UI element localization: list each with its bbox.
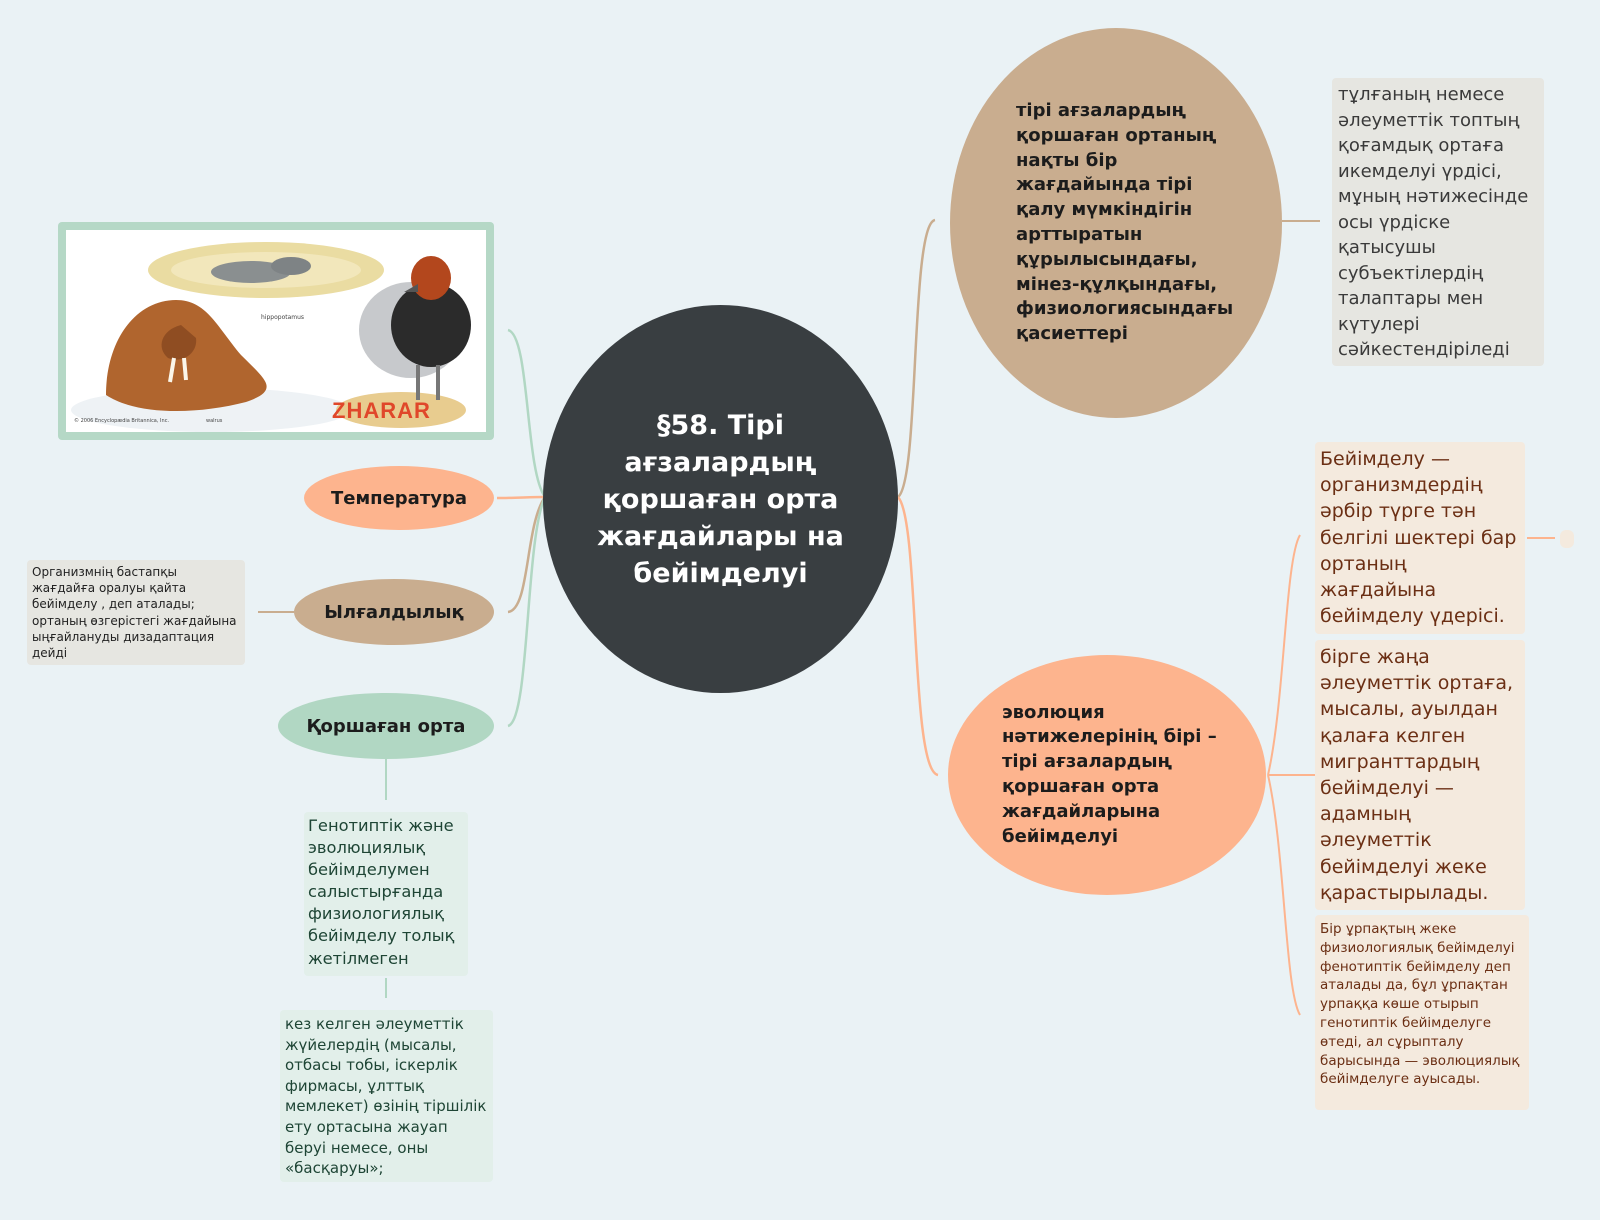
humidity-note[interactable]: Организмнің бастапқы жағдайға оралуы қай… [27, 560, 245, 665]
sand-bank [336, 392, 466, 428]
right-note-2[interactable]: бірге жаңа әлеуметтік ортаға, мысалы, ау… [1315, 640, 1525, 910]
walrus-label: walrus [206, 418, 223, 424]
link-central-top-right [897, 218, 936, 498]
right-note-1[interactable]: Бейімделу — организмдердің әрбір түрге т… [1315, 442, 1525, 634]
right-note-3[interactable]: Бір ұрпақтың жеке физиологиялық бейімдел… [1315, 915, 1529, 1110]
link-central-environment [507, 496, 547, 728]
animals-illustration: hippopotamus © 2006 Encyclopædia Britann… [66, 230, 486, 432]
image-node[interactable]: hippopotamus © 2006 Encyclopædia Britann… [58, 222, 494, 440]
top-right-note[interactable]: тұлғаның немесе әлеуметтік топтың қоғамд… [1332, 78, 1544, 366]
collapsed-stub[interactable] [1560, 530, 1574, 548]
link-central-humidity [507, 496, 547, 614]
humidity-node[interactable]: Ылғалдылық [294, 579, 494, 645]
hippopotamus-icon [211, 261, 291, 283]
link-central-temperature [496, 495, 546, 500]
link-central-evolution [896, 496, 939, 777]
evolution-node[interactable]: эволюция нәтижелерінің бірі – тірі ағзал… [948, 655, 1266, 895]
image-credit: © 2006 Encyclopædia Britannica, Inc. [74, 418, 170, 424]
animals-drawing [71, 242, 471, 432]
temperature-node[interactable]: Температура [304, 466, 494, 530]
zharar-logo: ZHARAR [332, 398, 431, 423]
link-evolution-note1 [1267, 534, 1301, 776]
central-topic[interactable]: §58. Тірі ағзалардың қоршаған орта жағда… [543, 305, 898, 693]
link-evolution-note3 [1267, 774, 1301, 1016]
environment-note-2[interactable]: кез келген әлеуметтік жүйелердің (мысалы… [280, 1010, 493, 1182]
top-right-node[interactable]: тірі ағзалардың қоршаған ортаның нақты б… [950, 28, 1282, 418]
environment-note-1[interactable]: Генотиптік және эволюциялық бейімделумен… [304, 812, 468, 976]
environment-node[interactable]: Қоршаған орта [278, 693, 494, 759]
link-central-image [507, 328, 547, 498]
image-caption: hippopotamus [261, 314, 305, 321]
